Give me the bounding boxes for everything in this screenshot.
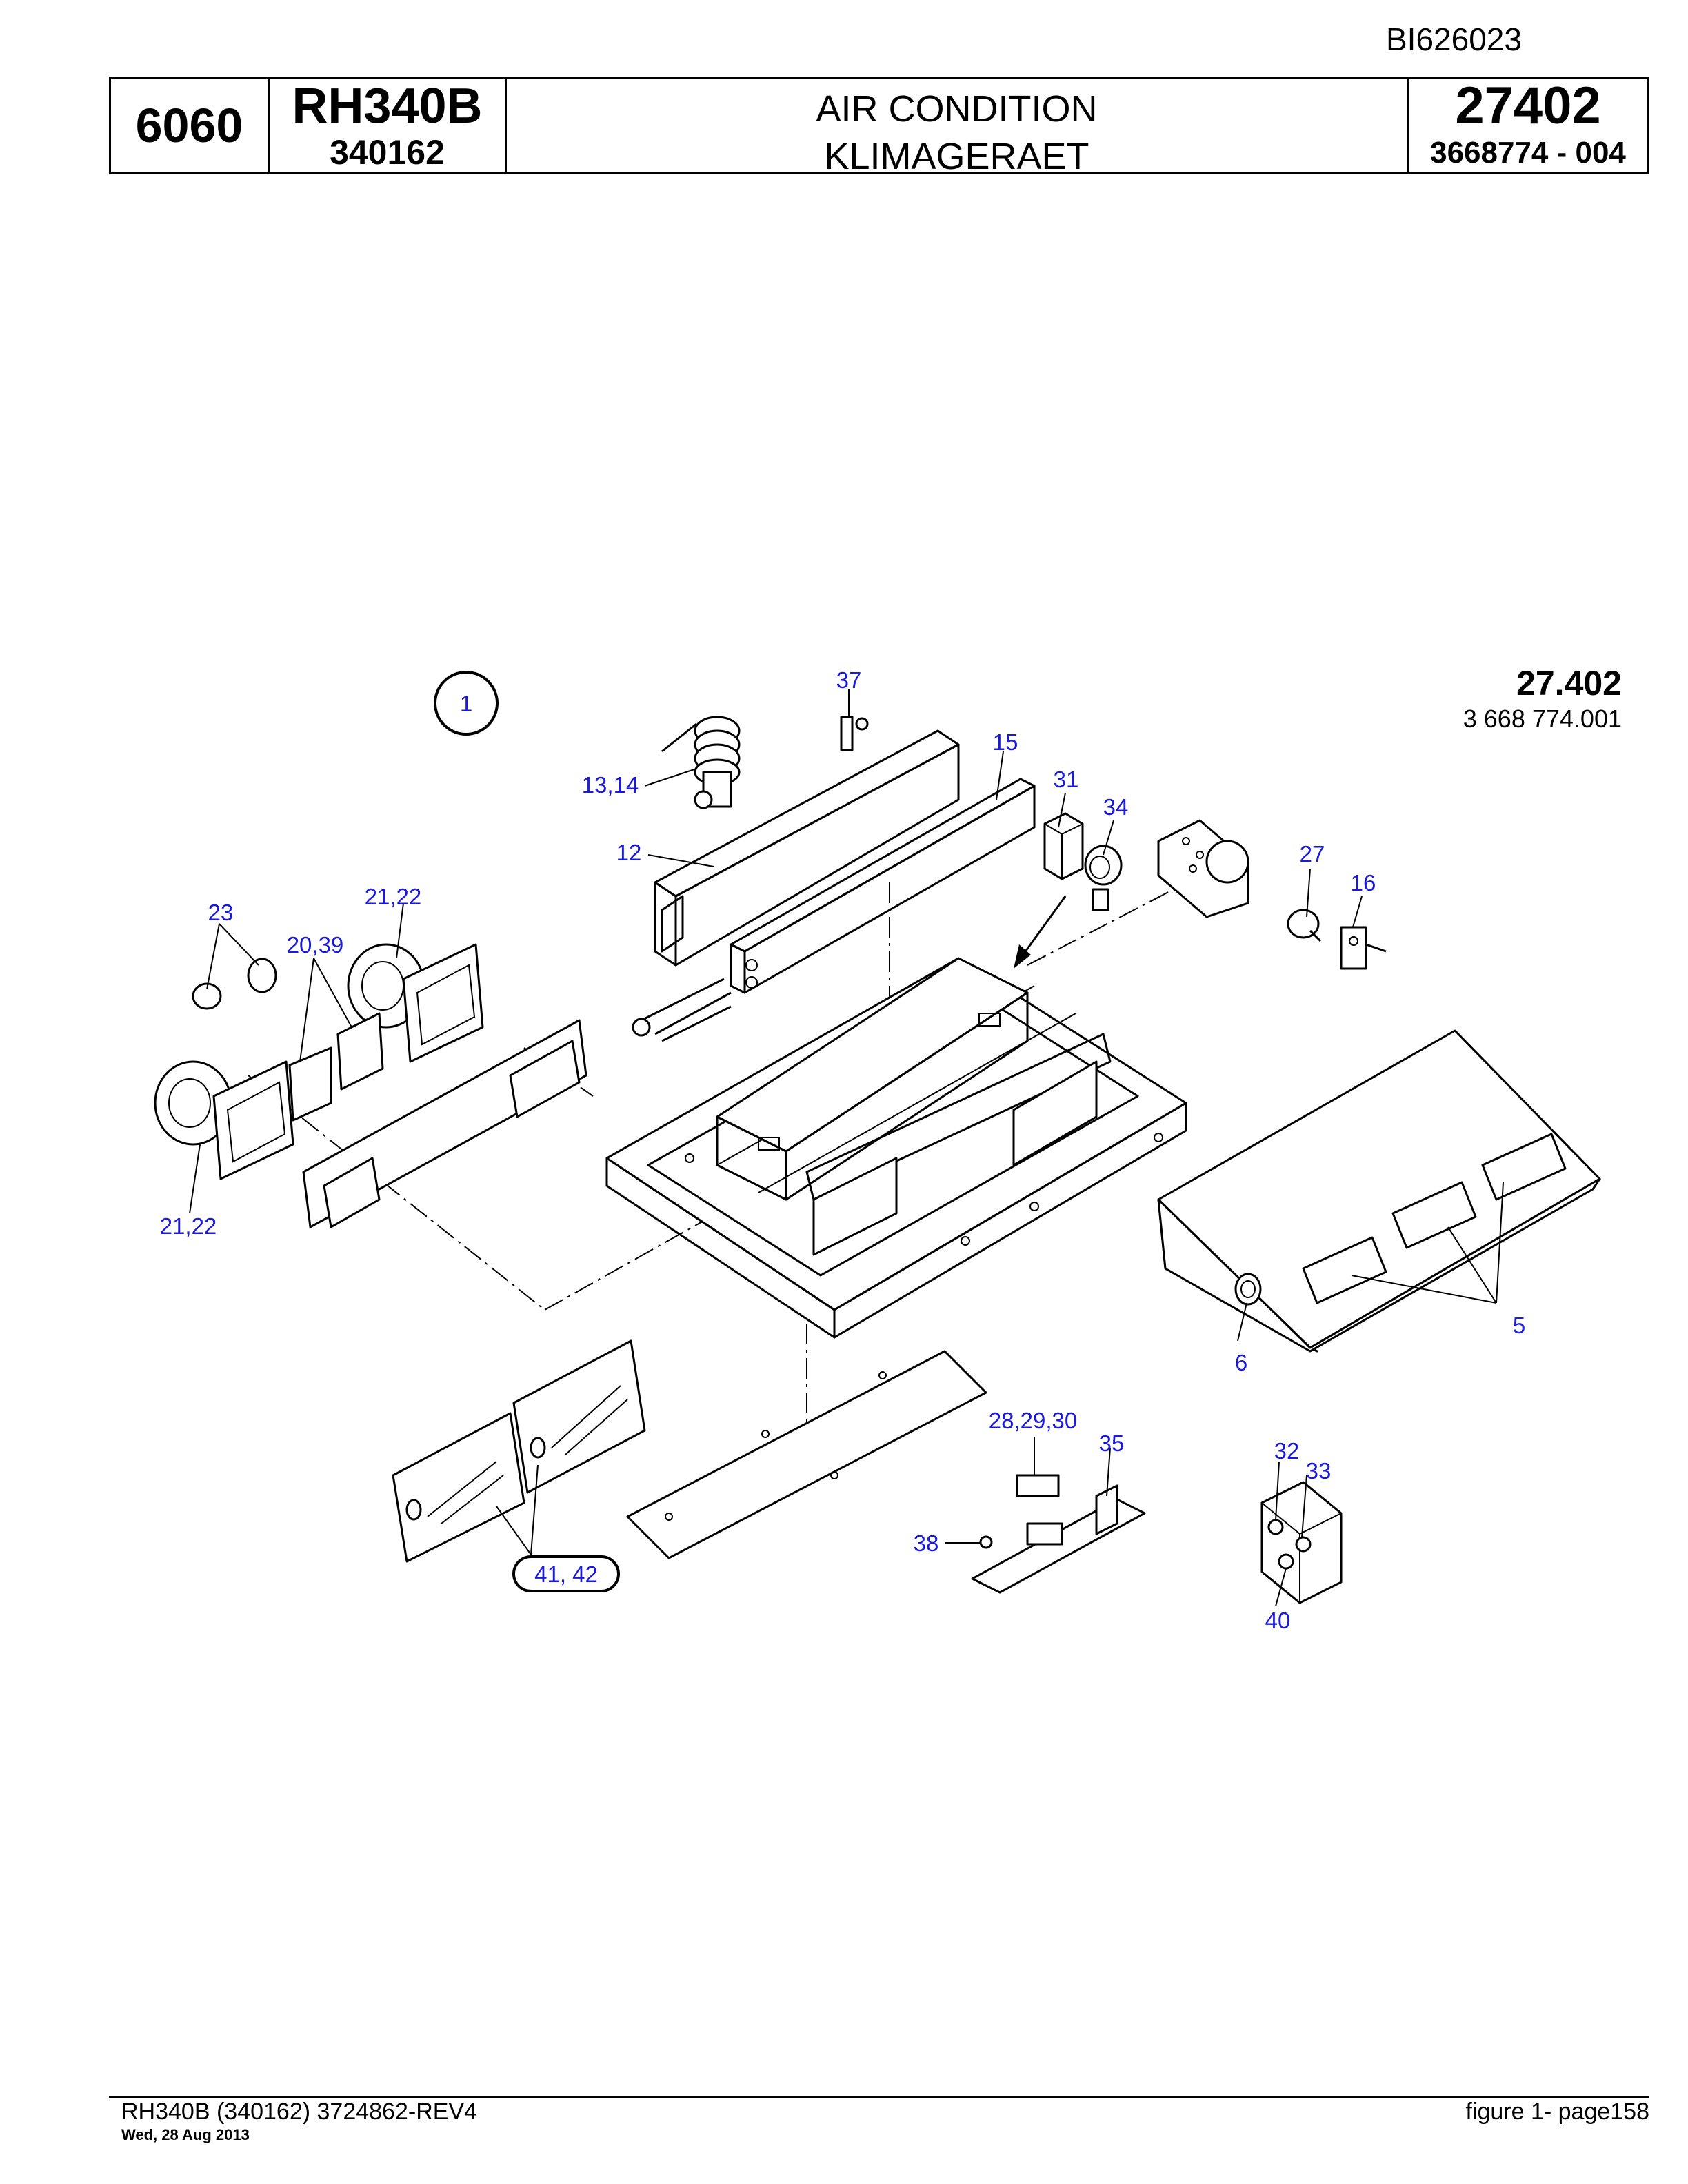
sensor-37 <box>840 716 869 751</box>
callout-21-22-top: 21,22 <box>365 884 422 909</box>
direction-arrow <box>1014 896 1067 969</box>
callout-28-29-30: 28,29,30 <box>989 1408 1077 1433</box>
knob-27 <box>1287 909 1322 942</box>
evaporator-housing <box>716 957 1029 1201</box>
footer-document-ref: RH340B (340162) 3724862-REV4 <box>121 2099 478 2125</box>
model-name: RH340B <box>292 79 483 134</box>
control-board <box>971 1474 1146 1594</box>
callout-15: 15 <box>993 729 1018 755</box>
callout-34: 34 <box>1103 794 1129 820</box>
document-id: BI626023 <box>1386 21 1522 57</box>
callout-35: 35 <box>1099 1430 1125 1456</box>
title-block: 6060 RH340B 340162 AIR CONDITION KLIMAGE… <box>109 77 1649 177</box>
callout-32: 32 <box>1274 1438 1300 1464</box>
callout-37: 37 <box>836 667 862 693</box>
callout-27: 27 <box>1300 841 1325 867</box>
callout-33: 33 <box>1306 1458 1332 1484</box>
footer-rule <box>109 2096 1649 2098</box>
callout-41-42: 41, 42 <box>534 1561 598 1587</box>
part-number: 3668774 - 004 <box>1430 136 1626 170</box>
rail-15 <box>730 778 1036 994</box>
title-cell: AIR CONDITION KLIMAGERAET <box>507 79 1409 177</box>
callout-5: 5 <box>1513 1313 1525 1338</box>
callout-12: 12 <box>616 840 642 865</box>
figure-subnumber: 3 668 774.001 <box>1463 705 1622 733</box>
callout-16: 16 <box>1351 870 1376 896</box>
part-cell: 27402 3668774 - 004 <box>1409 77 1647 172</box>
switch-box <box>1260 1481 1343 1604</box>
mounting-plate <box>1157 819 1249 918</box>
footer-page-ref: figure 1- page158 <box>1465 2099 1649 2125</box>
title-german: KLIMAGERAET <box>824 136 1089 177</box>
callout-21-22-bottom: 21,22 <box>160 1213 217 1239</box>
figure-number: 27.402 <box>1516 664 1622 702</box>
callout-1: 1 <box>460 691 472 716</box>
group-number: 6060 <box>111 79 270 172</box>
tubes <box>632 978 732 1042</box>
callout-31: 31 <box>1054 767 1079 792</box>
thermostat-34 <box>1084 845 1123 911</box>
top-cover <box>1157 1029 1601 1353</box>
callout-23: 23 <box>208 900 234 925</box>
coil-12 <box>654 729 960 967</box>
callout-6: 6 <box>1235 1350 1247 1375</box>
callout-38: 38 <box>914 1530 939 1556</box>
callout-20-39: 20,39 <box>287 932 344 958</box>
bottom-plate <box>626 1350 987 1559</box>
relay-31 <box>1043 812 1084 880</box>
item-41-42-capsule <box>512 1555 620 1593</box>
callout-labels: 1 37 15 13,14 12 31 34 27 16 23 21,22 20… <box>160 667 1525 1633</box>
callout-40: 40 <box>1265 1608 1291 1633</box>
switch-16 <box>1340 926 1387 970</box>
item-1-circle <box>434 671 499 736</box>
model-cell: RH340B 340162 <box>270 79 507 172</box>
main-frame <box>605 957 1187 1339</box>
expansion-valve-13-14 <box>661 716 741 809</box>
footer-date: Wed, 28 Aug 2013 <box>121 2126 250 2143</box>
filters-41-42 <box>392 1339 646 1563</box>
callout-13-14: 13,14 <box>582 772 639 798</box>
leader-lines <box>189 689 1504 1607</box>
blower-assembly <box>154 943 587 1228</box>
title-english: AIR CONDITION <box>816 88 1098 130</box>
serial-number: 340162 <box>330 133 445 172</box>
part-group: 27402 <box>1455 77 1601 135</box>
